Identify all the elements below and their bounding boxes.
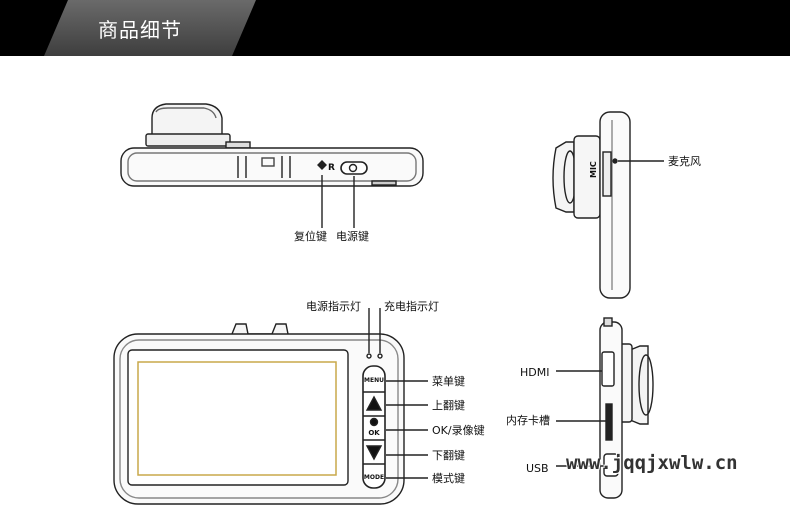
back-view-camera (113, 308, 428, 505)
label-menu-key: 菜单键 (432, 375, 465, 388)
label-mode-key: 模式键 (432, 472, 465, 485)
ok-button-mark: OK (368, 429, 380, 437)
label-microphone: 麦克风 (668, 155, 701, 168)
top-view-camera (120, 103, 424, 228)
mode-button-mark: MODE (364, 474, 384, 481)
label-reset-key: 复位键 (294, 230, 327, 243)
ports-view-camera (556, 317, 654, 499)
side-view-camera (552, 111, 664, 299)
label-power-indicator: 电源指示灯 (306, 300, 361, 313)
label-up-key: 上翻键 (432, 399, 465, 412)
menu-button-mark: MENU (364, 377, 384, 384)
watermark-text: www.jqqjxwlw.cn (566, 452, 738, 474)
mic-mark: MIC (589, 161, 598, 178)
label-ok-record-key: OK/录像键 (432, 424, 485, 437)
page-title: 商品细节 (98, 18, 182, 42)
label-usb: USB (526, 462, 549, 475)
label-down-key: 下翻键 (432, 449, 465, 462)
label-card-slot: 内存卡槽 (506, 414, 550, 427)
label-power-key: 电源键 (336, 230, 369, 243)
reset-mark: R (328, 163, 335, 173)
title-tab (44, 0, 256, 56)
label-charge-indicator: 充电指示灯 (384, 300, 439, 313)
label-hdmi: HDMI (520, 366, 550, 379)
